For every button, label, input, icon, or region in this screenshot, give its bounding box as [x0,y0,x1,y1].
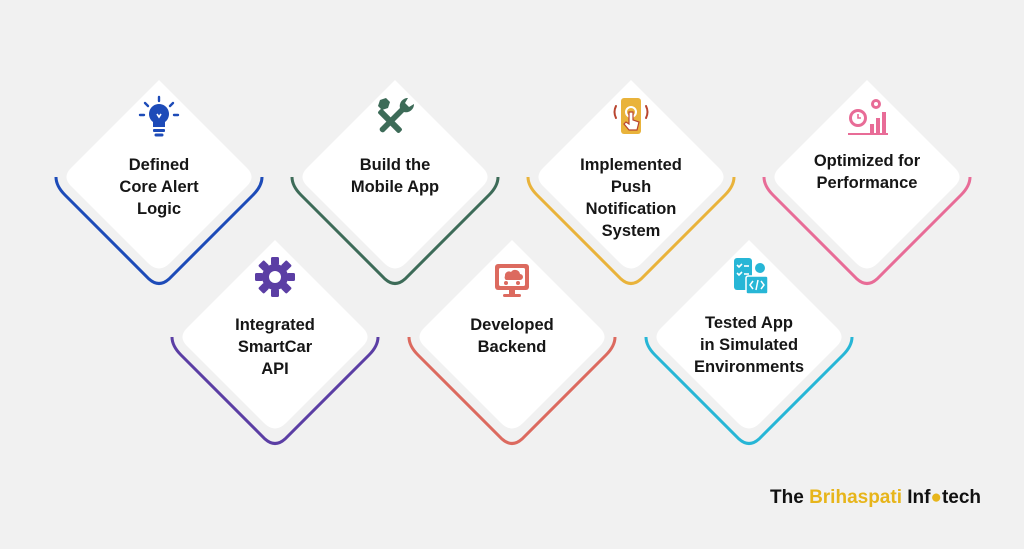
step-label-line: Backend [477,338,547,356]
step-label-line: Tested App [704,314,793,332]
diamond-card-shape [54,80,264,285]
step-label-line: Integrated [235,316,315,334]
step-label-line: Optimized for [813,152,921,170]
step-label-line: Performance [816,174,918,192]
step-card-core-alert-logic: Defined Core Alert Logic [50,66,268,285]
step-label: Developed Backend [447,314,577,358]
step-label: Optimized for Performance [802,150,932,194]
step-label-line: in Simulated [699,336,799,354]
step-label: Integrated SmartCar API [210,314,340,380]
server-cloud-icon [489,254,535,300]
step-label: Defined Core Alert Logic [94,154,224,220]
step-label: Build the Mobile App [330,154,460,198]
step-card-mobile-app: Build the Mobile App [286,66,504,285]
step-card-smartcar-api: Integrated SmartCar API [166,226,384,445]
diamond-card-shape [290,80,500,285]
touch-phone-icon [608,94,654,140]
step-label-line: System [601,222,661,240]
performance-icon [844,94,890,140]
lightbulb-icon [136,94,182,140]
brand-middle: Inf [901,487,931,508]
step-card-performance: Optimized for Performance [758,66,976,285]
step-label-line: Push Notification [585,178,677,218]
step-label: Tested App in Simulated Environments [684,312,814,378]
step-card-testing: Tested App in Simulated Environments [640,226,858,445]
step-card-push-notification: Implemented Push Notification System [522,66,740,285]
step-label-line: API [261,360,289,378]
brand-glyph-icon: ● [930,487,942,508]
step-label-line: Developed [470,316,554,334]
brand-accent: Brihaspati [809,487,902,508]
step-label-line: Mobile App [350,178,440,196]
diamond-card-shape [762,80,972,285]
brand-prefix: The [770,487,810,508]
step-label-line: Build the [359,156,431,174]
diamond-card-shape [526,80,736,285]
diamond-card-shape [644,240,854,445]
diamond-card-shape [407,240,617,445]
step-label-line: Core Alert [119,178,199,196]
brand-suffix: tech [941,487,982,508]
step-card-backend: Developed Backend [403,226,621,445]
step-label-line: SmartCar [237,338,313,356]
brand-logo: The Brihaspati Inf●tech [770,487,981,509]
testing-icon [726,254,772,300]
gear-icon [252,254,298,300]
step-label-line: Logic [137,200,181,218]
step-label-line: Defined [128,156,190,174]
diamond-card-shape [170,240,380,445]
step-label-line: Implemented [580,156,682,174]
step-label: Implemented Push Notification System [566,154,696,242]
step-label-line: Environments [693,358,805,376]
tools-icon [372,94,418,140]
